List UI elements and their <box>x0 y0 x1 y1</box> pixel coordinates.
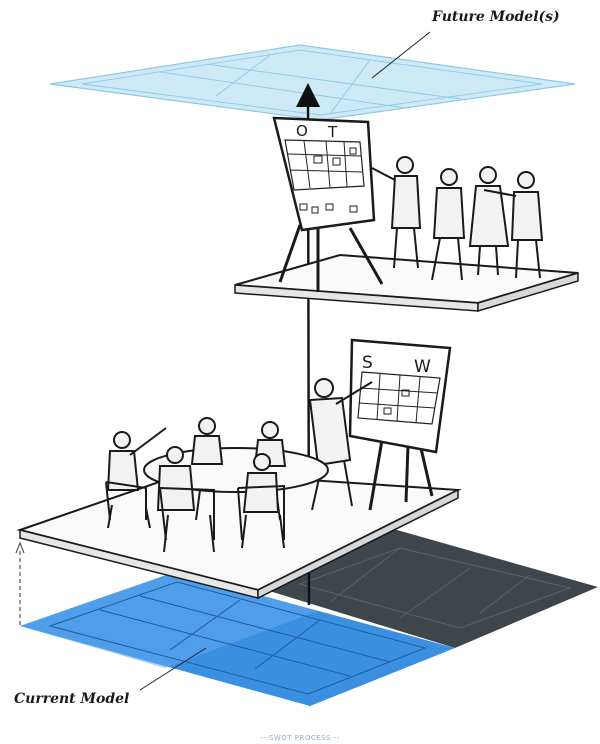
board-letter-s: S <box>362 353 373 373</box>
current-model-label: Current Model <box>14 691 129 707</box>
swot-caption: -- SWOT PROCESS -- <box>0 734 600 742</box>
future-model-label: Future Model(s) <box>432 9 560 25</box>
dashed-arrow <box>16 543 24 625</box>
board-letter-t: T <box>327 123 338 141</box>
board-letter-w: W <box>414 357 431 377</box>
board-letter-o: O <box>296 122 308 140</box>
future-model-plane <box>50 45 575 120</box>
